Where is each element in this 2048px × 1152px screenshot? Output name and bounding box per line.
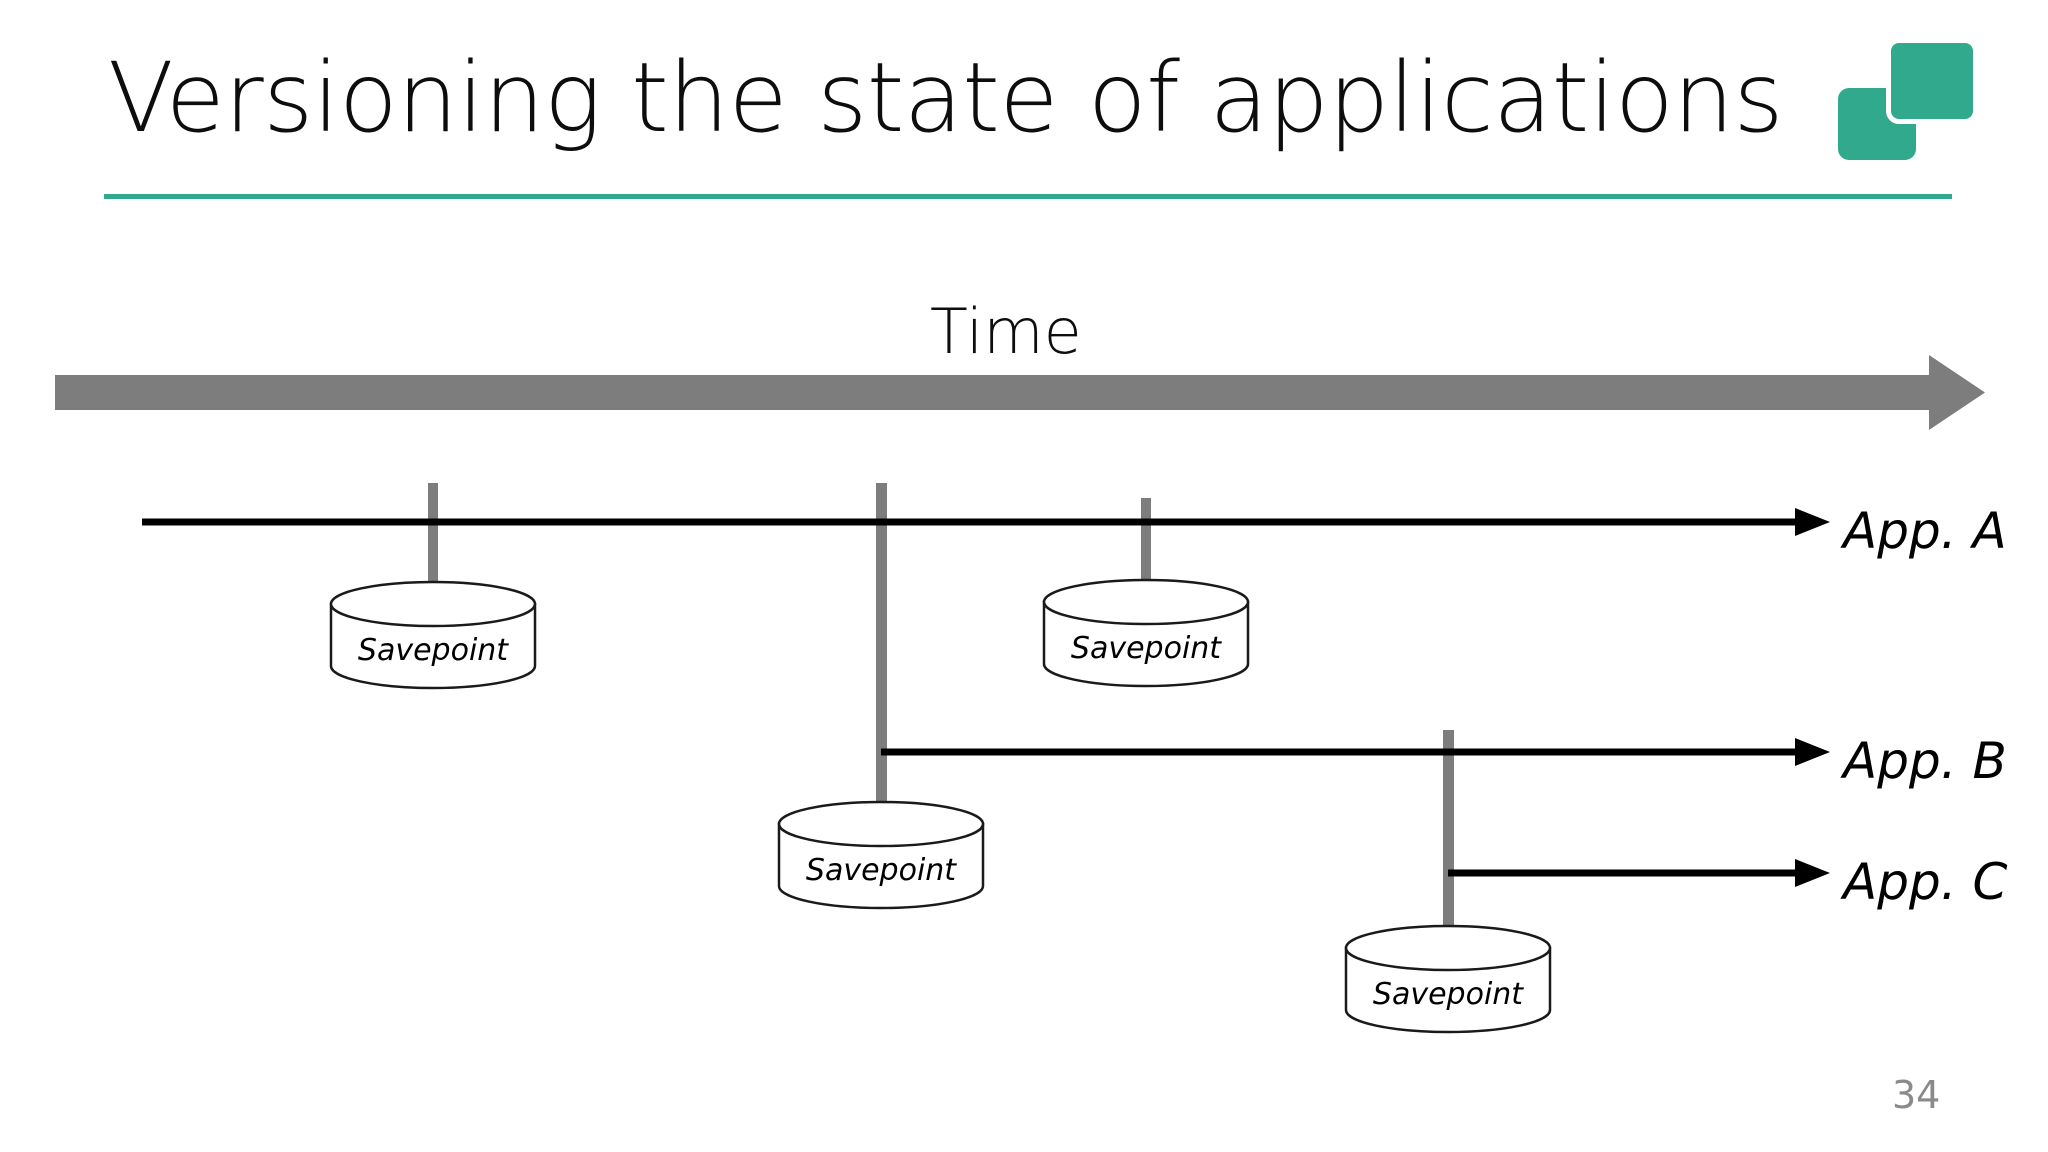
time-axis-label: Time xyxy=(930,295,1082,368)
savepoint-label-2: Savepoint xyxy=(1070,631,1222,666)
lane-line-app-a xyxy=(142,508,1830,536)
savepoint-stem-2 xyxy=(1141,498,1151,586)
savepoint-cylinder-3 xyxy=(777,800,985,910)
lane-label-app-c: App. C xyxy=(1843,853,2008,911)
branch-stem-app-c xyxy=(1443,730,1454,934)
page-title: Versioning the state of applications xyxy=(108,42,1784,154)
branch-stem-app-b xyxy=(876,483,887,810)
savepoint-cylinder-1 xyxy=(329,580,537,690)
savepoint-label-1: Savepoint xyxy=(357,633,509,668)
two-squares-logo xyxy=(1838,38,1978,160)
lane-line-app-b xyxy=(881,738,1830,766)
title-underline-rule xyxy=(104,194,1952,199)
logo-square-front xyxy=(1886,38,1978,124)
savepoint-stem-1 xyxy=(428,483,438,589)
page-number: 34 xyxy=(1892,1073,1941,1117)
lane-label-app-b: App. B xyxy=(1843,732,2007,790)
savepoint-cylinder-4 xyxy=(1344,924,1552,1034)
savepoint-label-4: Savepoint xyxy=(1372,977,1524,1012)
lane-label-app-a: App. A xyxy=(1843,502,2007,560)
savepoint-label-3: Savepoint xyxy=(805,853,957,888)
savepoint-cylinder-2 xyxy=(1042,578,1250,688)
lane-line-app-c xyxy=(1448,859,1830,887)
time-axis-arrow xyxy=(55,355,1985,430)
